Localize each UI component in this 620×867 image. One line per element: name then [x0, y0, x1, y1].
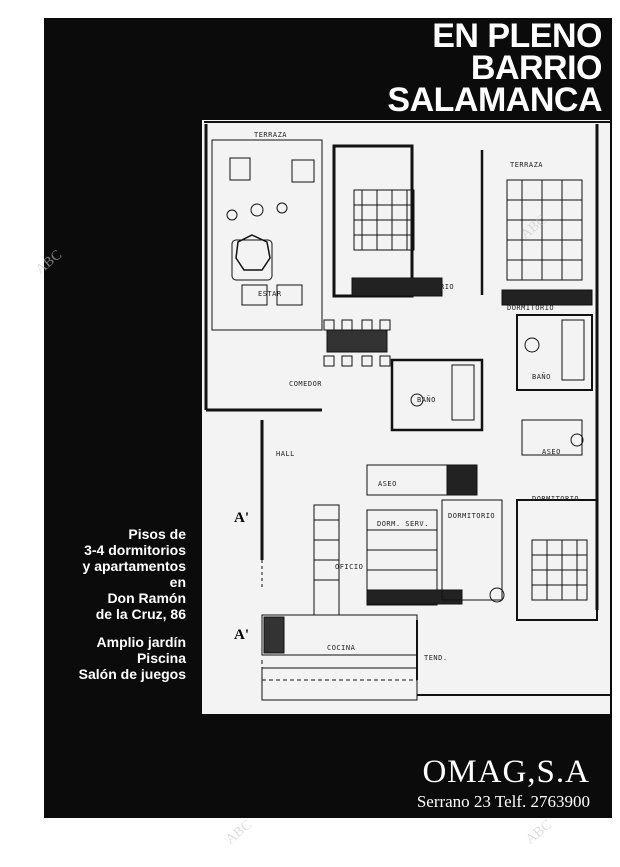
- features-text: Pisos de 3-4 dormitorios y apartamentos …: [6, 526, 186, 682]
- amenity-piscina: Piscina: [136, 650, 186, 666]
- company-name: OMAG,S.A: [422, 754, 590, 790]
- label-bano-1: BAÑO: [417, 396, 436, 404]
- label-terraza-left: TERRAZA: [254, 131, 288, 139]
- apartment-marker-2: A': [234, 627, 249, 643]
- label-dorm-serv: DORM. SERV.: [377, 520, 429, 528]
- label-aseo-2: ASEO: [542, 448, 561, 456]
- label-aseo-1: ASEO: [378, 480, 397, 488]
- watermark: ABC: [223, 817, 255, 848]
- label-tend: TEND.: [424, 654, 448, 662]
- label-dormitorio-2: DORMITORIO: [507, 304, 555, 312]
- label-dormitorio-1: DORMITORIO: [407, 283, 455, 291]
- label-cocina: COCINA: [327, 644, 356, 652]
- headline-line-1: EN PLENO: [432, 17, 602, 55]
- feature-line-3: y apartamentos: [82, 558, 186, 574]
- amenity-salon: Salón de juegos: [78, 666, 186, 682]
- advertisement: EN PLENO BARRIO SALAMANCA: [44, 18, 612, 818]
- headline-line-3: SALAMANCA: [387, 81, 602, 119]
- watermark: ABC: [523, 817, 555, 848]
- headline: EN PLENO BARRIO SALAMANCA: [387, 17, 603, 119]
- label-bano-2: BAÑO: [532, 373, 551, 381]
- floor-plan-drawing: [204, 121, 610, 701]
- label-terraza-right: TERRAZA: [510, 161, 544, 169]
- floor-plan: TERRAZA TERRAZA ESTAR DORMITORIO DORMITO…: [202, 120, 610, 714]
- feature-line-1: Pisos de: [128, 526, 186, 542]
- label-hall: HALL: [276, 450, 295, 458]
- label-oficio: OFICIO: [335, 563, 364, 571]
- amenity-jardin: Amplio jardín: [96, 634, 186, 650]
- company-address: Serrano 23 Telf. 2763900: [416, 792, 590, 811]
- label-comedor: COMEDOR: [289, 380, 323, 388]
- label-dormitorio-4: DORMITORIO: [532, 495, 580, 503]
- label-dormitorio-3: DORMITORIO: [448, 512, 496, 520]
- amenities: Amplio jardín Piscina Salón de juegos: [6, 634, 186, 682]
- apartment-marker-1: A': [234, 510, 249, 526]
- feature-line-6: de la Cruz, 86: [95, 606, 186, 622]
- label-estar: ESTAR: [258, 290, 282, 298]
- feature-line-2: 3-4 dormitorios: [84, 542, 186, 558]
- headline-line-2: BARRIO: [470, 49, 603, 87]
- feature-line-4: en: [169, 574, 186, 590]
- feature-line-5: Don Ramón: [107, 590, 186, 606]
